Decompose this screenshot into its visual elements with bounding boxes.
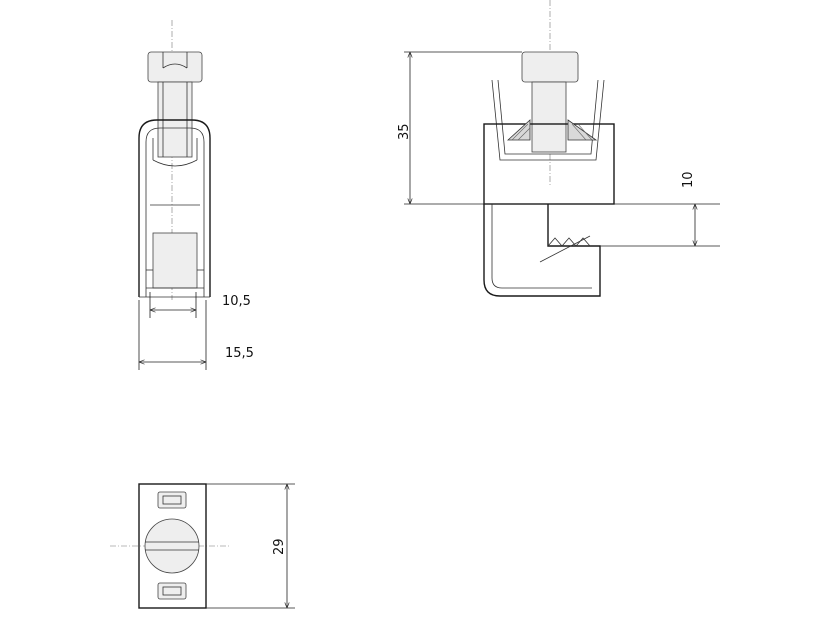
side-view: 35 10 bbox=[397, 0, 720, 297]
top-body bbox=[138, 483, 207, 609]
top-slot-lower bbox=[157, 582, 187, 600]
side-spring-plate bbox=[491, 79, 605, 161]
front-outer-width-label: 15,5 bbox=[225, 346, 254, 361]
front-inner-width-label: 10,5 bbox=[222, 294, 251, 309]
front-screw-head bbox=[147, 51, 203, 83]
side-hatch-left bbox=[506, 119, 531, 141]
top-length-label: 29 bbox=[272, 538, 287, 555]
front-clamp-body bbox=[138, 119, 211, 297]
top-screw-head bbox=[144, 518, 200, 574]
top-view: 29 bbox=[110, 483, 295, 609]
side-body-lower bbox=[483, 204, 601, 297]
side-screw-shank bbox=[531, 81, 567, 153]
front-jaw-insert bbox=[152, 232, 198, 289]
side-height-label: 35 bbox=[397, 123, 412, 140]
side-screw-head bbox=[521, 51, 579, 83]
side-jaw-height-label: 10 bbox=[681, 171, 696, 188]
side-hatch-right bbox=[567, 119, 598, 141]
side-jaw-teeth bbox=[547, 237, 591, 247]
top-slot-upper bbox=[157, 491, 187, 509]
front-view: 10,5 15,5 bbox=[138, 20, 254, 370]
